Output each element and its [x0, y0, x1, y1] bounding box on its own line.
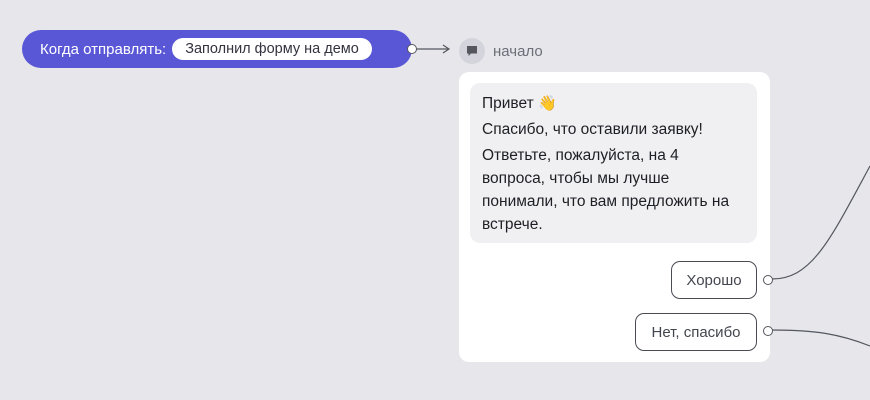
- trigger-node[interactable]: Когда отправлять: Заполнил форму на демо: [22, 30, 412, 68]
- message-line-1: Спасибо, что оставили заявку!: [482, 121, 703, 138]
- greeting-text: Привет: [482, 95, 534, 112]
- reply-button-ok[interactable]: Хорошо: [671, 261, 757, 299]
- no-output-port[interactable]: [763, 326, 773, 336]
- trigger-value-chip[interactable]: Заполнил форму на демо: [172, 38, 372, 60]
- waving-hand-icon: 👋: [538, 95, 557, 112]
- ok-output-port[interactable]: [763, 275, 773, 285]
- chat-bubble-icon: [459, 38, 485, 64]
- message-node[interactable]: Привет 👋 Спасибо, что оставили заявку! О…: [459, 72, 770, 362]
- reply-button-no-thanks[interactable]: Нет, спасибо: [635, 313, 757, 351]
- connector-arrowhead: [442, 44, 451, 54]
- no-branch-connector: [771, 329, 870, 347]
- start-marker: начало: [459, 38, 543, 64]
- message-line-2: Ответьте, пожалуйста, на 4 вопроса, чтоб…: [482, 147, 730, 233]
- trigger-label: Когда отправлять:: [40, 40, 167, 58]
- ok-branch-connector: [771, 165, 870, 280]
- start-label: начало: [493, 42, 543, 60]
- message-greeting: Привет 👋: [482, 92, 745, 115]
- trigger-output-port[interactable]: [407, 44, 417, 54]
- message-bubble: Привет 👋 Спасибо, что оставили заявку! О…: [470, 83, 757, 243]
